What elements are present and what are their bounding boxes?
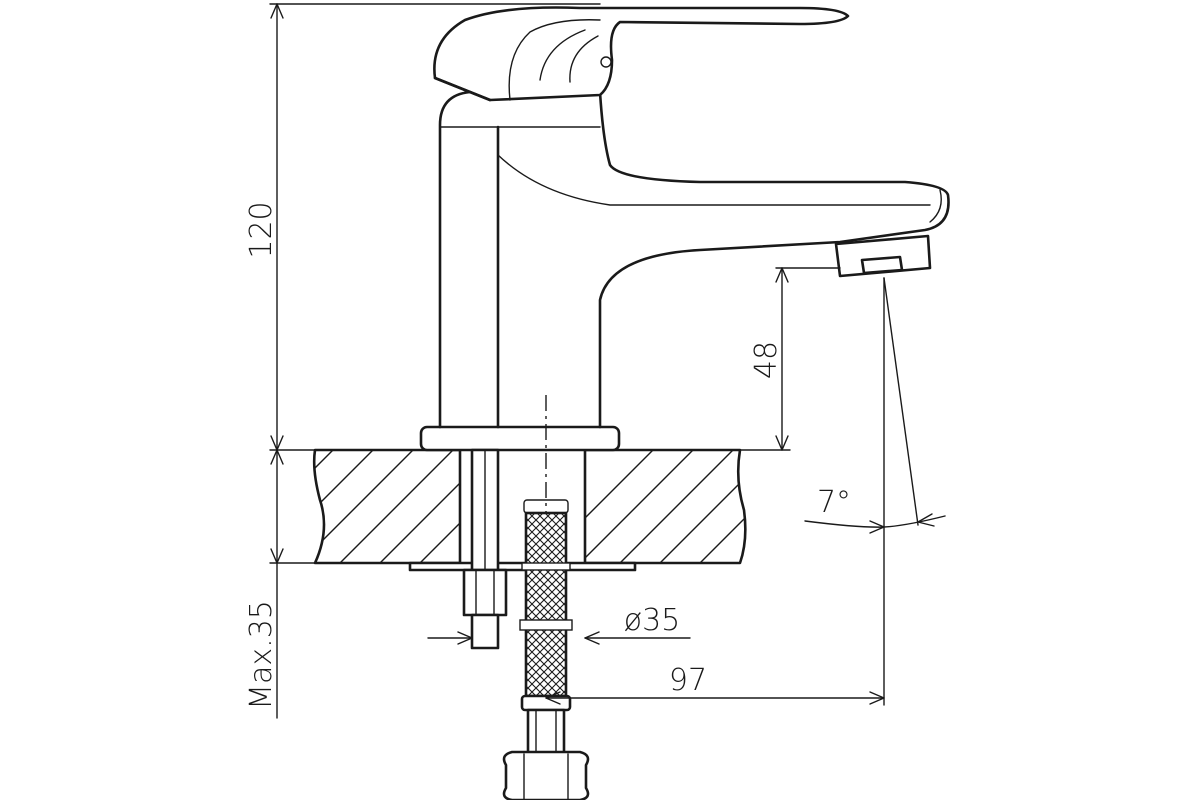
countertop-left-outline	[312, 448, 462, 565]
arrowhead	[270, 449, 284, 465]
arrowhead	[775, 435, 789, 451]
arrowhead	[584, 631, 600, 645]
hose-overlap-band	[521, 562, 571, 571]
spout-inner-line	[497, 154, 931, 206]
hose-hex-nut	[502, 750, 590, 800]
arrowhead	[775, 267, 789, 283]
dimension-spout-height: 48	[739, 267, 841, 451]
arrowhead	[869, 691, 885, 705]
hose-braided-segment	[524, 511, 568, 698]
spout-angle-label: 7°	[817, 485, 851, 520]
arrowhead	[917, 513, 935, 527]
handle-screw	[600, 56, 612, 68]
dimension-spout-reach: 97	[545, 277, 919, 706]
handle-base-line	[433, 76, 492, 102]
spout-tip-curve	[929, 189, 942, 223]
base-flange	[419, 425, 621, 452]
handle-contour-3	[569, 35, 599, 83]
hole-diameter-label: ø35	[624, 603, 681, 638]
lever-handle	[433, 6, 850, 102]
spout-reach-label: 97	[669, 663, 707, 698]
flexible-hose	[502, 395, 590, 800]
handle-contour-2	[539, 29, 586, 81]
dimension-spout-angle: 7°	[804, 485, 946, 534]
stud-end	[470, 613, 500, 650]
stud-nut	[462, 568, 508, 617]
dimension-max-thickness: Max.35	[244, 449, 316, 719]
spout-height-label: 48	[749, 341, 784, 379]
max-thickness-label: Max.35	[244, 600, 279, 710]
dimension-hole-diameter: ø35	[427, 603, 691, 645]
handle-outline	[433, 6, 850, 102]
arrowhead	[457, 631, 473, 645]
aerator-nozzle	[860, 255, 904, 275]
aerator	[834, 234, 932, 278]
countertop-right-outline	[583, 448, 747, 565]
arrowhead	[545, 691, 561, 705]
water-stream-angle-line	[883, 277, 919, 526]
height-overall-label: 120	[244, 201, 279, 258]
aerator-body	[834, 234, 932, 278]
hose-connector-stem	[526, 708, 566, 757]
hose-gap-band	[519, 619, 573, 631]
arrowhead	[270, 3, 284, 19]
mounting-stud	[462, 448, 508, 650]
arrowhead	[869, 520, 885, 534]
handle-contour-1	[508, 19, 601, 101]
